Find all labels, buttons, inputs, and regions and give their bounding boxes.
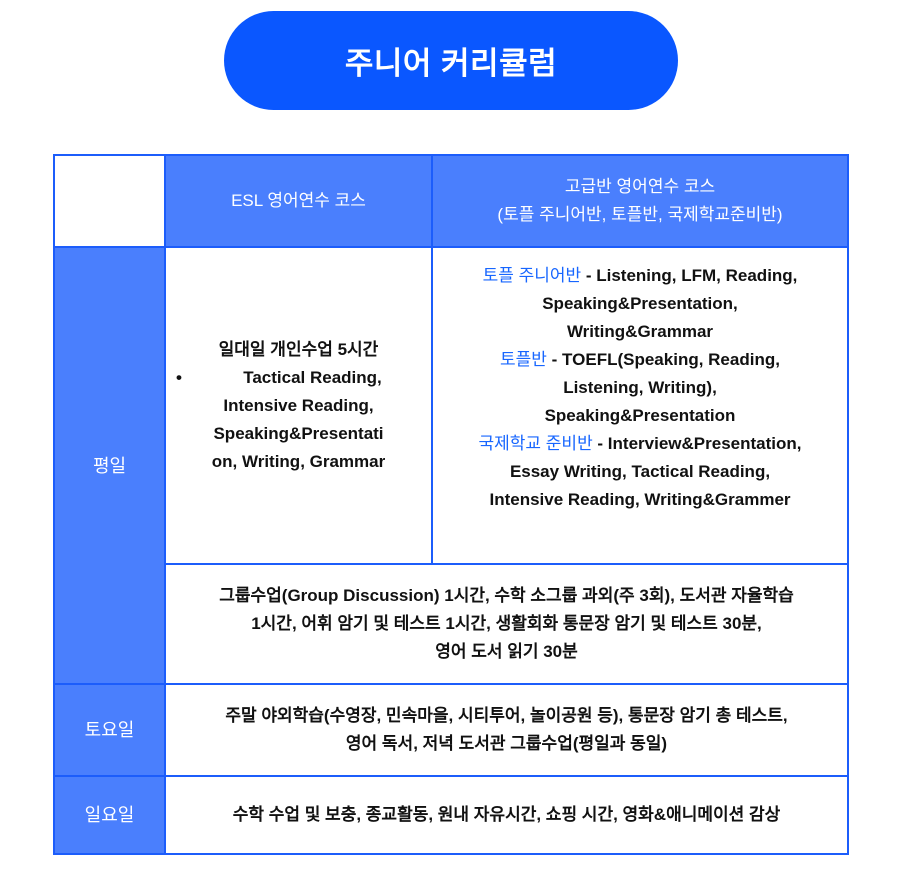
weekday-label: 평일 [92,455,127,476]
program-name: 토플 주니어반 [482,266,582,285]
saturday-content-cell: 주말 야외학습(수영장, 민속마을, 시티투어, 놀이공원 등), 통문장 암기… [164,683,849,777]
program-desc-line: Speaking&Presentation [544,406,736,425]
header-row: ESL 영어연수 코스 고급반 영어연수 코스 (토플 주니어반, 토플반, 국… [53,154,849,248]
weekday-advanced-cell: 토플 주니어반 - Listening, LFM, Reading, Speak… [431,246,849,565]
common-line: 영어 도서 읽기 30분 [435,642,578,661]
header-blank-cell [53,154,166,248]
advanced-program-toefl-junior: 토플 주니어반 - Listening, LFM, Reading, [443,262,837,290]
program-desc-line: Speaking&Presentation, [542,294,738,313]
saturday-line: 주말 야외학습(수영장, 민속마을, 시티투어, 놀이공원 등), 통문장 암기… [225,706,788,725]
header-advanced-line1: 고급반 영어연수 코스 [564,177,716,196]
common-line: 그룹수업(Group Discussion) 1시간, 수학 소그룹 과외(주 … [219,586,794,605]
header-esl-course: ESL 영어연수 코스 [164,154,433,248]
sunday-content-cell: 수학 수업 및 보충, 종교활동, 원내 자유시간, 쇼핑 시간, 영화&애니메… [164,775,849,855]
esl-bullet-line: Tactical Reading, [243,367,382,387]
sunday-label-cell: 일요일 [53,775,166,855]
curriculum-table: ESL 영어연수 코스 고급반 영어연수 코스 (토플 주니어반, 토플반, 국… [53,154,849,855]
bullet-icon: • [176,367,182,387]
header-advanced-line2: (토플 주니어반, 토플반, 국제학교준비반) [497,205,783,224]
weekday-common-row: 그룹수업(Group Discussion) 1시간, 수학 소그룹 과외(주 … [54,563,849,685]
page-title: 주니어 커리큘럼 [224,11,678,110]
common-line: 1시간, 어휘 암기 및 테스트 1시간, 생활회화 통문장 암기 및 테스트 … [251,614,762,633]
advanced-program-intl-school: 국제학교 준비반 - Interview&Presentation, [443,430,837,458]
advanced-program-toefl: 토플반 - TOEFL(Speaking, Reading, [443,346,837,374]
sunday-label: 일요일 [84,805,135,825]
esl-bullet-line: on, Writing, Grammar [211,451,386,471]
program-desc-line: Intensive Reading, Writing&Grammer [489,490,791,509]
header-advanced-course: 고급반 영어연수 코스 (토플 주니어반, 토플반, 국제학교준비반) [431,154,849,248]
program-desc: - TOEFL(Speaking, Reading, [546,350,780,369]
program-desc: - Listening, LFM, Reading, [581,266,798,285]
program-desc: - Interview&Presentation, [592,434,802,453]
esl-intro: 일대일 개인수업 5시간 [218,339,379,359]
program-name: 토플반 [500,350,547,369]
saturday-row: 토요일 주말 야외학습(수영장, 민속마을, 시티투어, 놀이공원 등), 통문… [53,683,849,777]
saturday-label: 토요일 [84,720,135,740]
sunday-row: 일요일 수학 수업 및 보충, 종교활동, 원내 자유시간, 쇼핑 시간, 영화… [53,775,849,855]
program-desc-line: Listening, Writing), [563,378,717,397]
program-desc-line: Essay Writing, Tactical Reading, [509,462,771,481]
sunday-line: 수학 수업 및 보충, 종교활동, 원내 자유시간, 쇼핑 시간, 영화&애니메… [232,805,781,824]
program-name: 국제학교 준비반 [478,434,593,453]
saturday-label-cell: 토요일 [53,683,166,777]
weekday-esl-cell: 일대일 개인수업 5시간 • Tactical Reading, Intensi… [164,246,433,565]
esl-bullet-item: • Tactical Reading, [176,364,421,392]
weekday-common-cell: 그룹수업(Group Discussion) 1시간, 수학 소그룹 과외(주 … [164,563,849,685]
saturday-line: 영어 독서, 저녁 도서관 그룹수업(평일과 동일) [345,734,668,753]
page-title-text: 주니어 커리큘럼 [344,46,558,81]
weekday-row: 평일 일대일 개인수업 5시간 • Tactical Reading, Inte… [53,246,849,685]
weekday-label-cell: 평일 [53,246,166,685]
esl-bullet-line: Speaking&Presentati [213,423,384,443]
esl-bullet-line: Intensive Reading, [223,395,374,415]
header-esl-label: ESL 영어연수 코스 [231,191,366,210]
esl-content: 일대일 개인수업 5시간 • Tactical Reading, Intensi… [176,336,421,476]
program-desc-line: Writing&Grammar [566,322,714,341]
